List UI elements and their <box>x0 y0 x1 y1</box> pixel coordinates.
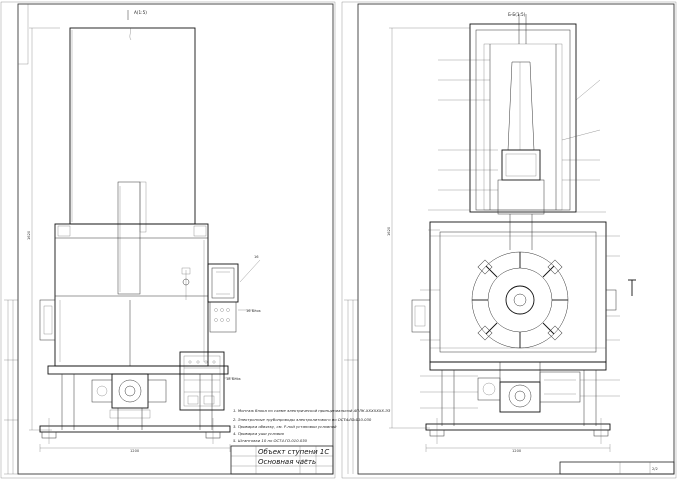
technical-notes: 1. Монтаж блока по схеме электрической п… <box>233 408 391 443</box>
main-body <box>39 223 209 367</box>
central-shaft <box>497 61 545 250</box>
right-view-label: Б-Б(1:5) <box>508 12 526 17</box>
left-sheet: А(1:5) 1620 <box>0 1 391 479</box>
left-height-dim: 1620 <box>27 230 31 240</box>
right-sheet: Б-Б(1:5) 1620 <box>341 1 677 479</box>
note-5: 5. Штанговки 10 по ОСТ4.ГО.010.030 <box>233 438 308 443</box>
junction-box <box>207 263 239 333</box>
note-3: 3. Приварка обвязку, см. Р-ной установки… <box>233 424 337 429</box>
note-2: 2. Электронные трубопроводы электролитов… <box>233 417 372 422</box>
top-housing <box>469 14 577 213</box>
callout-label: 16 Блок <box>246 309 262 313</box>
vacuum-chamber <box>411 221 617 363</box>
right-height-dim: 1620 <box>387 226 391 236</box>
callout-leaders-left <box>420 59 498 409</box>
right-title-block: 2/2 <box>559 461 675 475</box>
left-view-label: А(1:5) <box>134 10 147 15</box>
drawing-subtitle: Основная часть <box>258 458 316 466</box>
callout-label: 16 <box>254 255 259 259</box>
drawing-title: Объект ступени 1С <box>258 448 329 456</box>
callout-leaders-right <box>561 79 620 397</box>
note-1: 1. Монтаж блока по схеме электрической п… <box>233 408 391 413</box>
pump-assembly <box>91 373 167 430</box>
right-sheet-number: 2/2 <box>652 467 658 471</box>
note-4: 4. Приварка уши условия <box>233 431 285 436</box>
callout-label: 18 Блок <box>226 377 242 381</box>
upper-cabinet <box>69 27 196 225</box>
right-base-frame <box>425 361 611 444</box>
lower-pump <box>477 361 581 413</box>
left-sheet-number: 1/2 <box>302 459 308 463</box>
base-frame <box>39 365 231 444</box>
electronic-panel <box>179 351 225 411</box>
left-title-block: Объект ступени 1С Основная часть 1/2 <box>230 445 334 475</box>
right-width-dim: 1200 <box>512 449 522 453</box>
left-width-dim: 1200 <box>130 449 140 453</box>
